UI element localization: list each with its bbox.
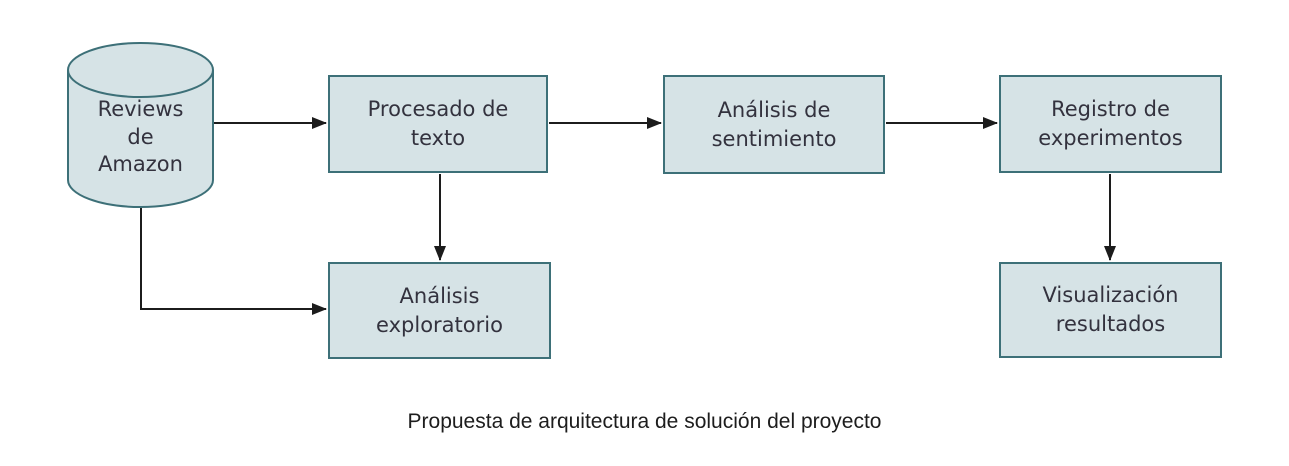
node-label: Análisis exploratorio <box>376 283 503 337</box>
arrow-source-to-exploratorio <box>140 208 327 315</box>
node-registro-de-experimentos: Registro de experimentos <box>999 75 1222 173</box>
node-label: Registro de experimentos <box>1038 97 1183 150</box>
node-label: Procesado de texto <box>367 97 509 150</box>
node-analisis-de-sentimiento: Análisis de sentimiento <box>663 75 885 174</box>
diagram-caption: Propuesta de arquitectura de solución de… <box>407 410 882 433</box>
node-visualizacion-resultados: Visualización resultados <box>999 262 1222 358</box>
node-source-label: Reviews de Amazon <box>97 97 184 177</box>
node-procesado-de-texto: Procesado de texto <box>328 75 548 173</box>
node-analisis-exploratorio: Análisis exploratorio <box>328 262 551 359</box>
node-label: Análisis de sentimiento <box>711 97 837 151</box>
database-cylinder-shape <box>67 42 214 208</box>
node-label: Visualización resultados <box>1042 283 1179 336</box>
